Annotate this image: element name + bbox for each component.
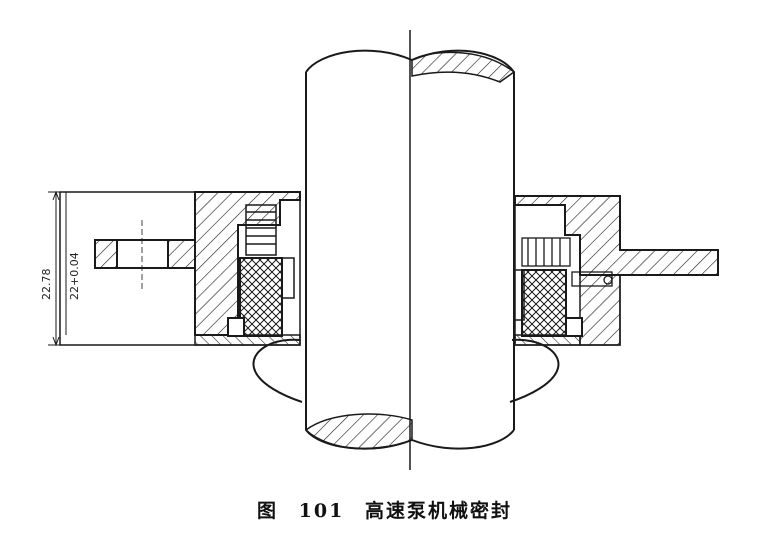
shaft: [304, 30, 516, 470]
left-housing: [59, 191, 301, 346]
right-spring: [521, 237, 613, 287]
right-housing: [514, 195, 719, 346]
figure-caption: 图 101 高速泵机械密封: [0, 496, 769, 523]
bottom-wings: [252, 338, 560, 403]
figure-title: 高速泵机械密封: [364, 500, 512, 522]
figure-label: 图: [257, 500, 279, 522]
right-seal-ring: [513, 269, 583, 337]
dimension-outer: 22.78: [40, 268, 53, 301]
left-dimension-lines: [48, 190, 67, 347]
left-seal-ring: [227, 257, 295, 337]
left-spring: [245, 204, 277, 256]
dimension-inner: 22+0.04: [68, 252, 81, 300]
left-gland: [94, 220, 196, 290]
figure-number: 101: [298, 500, 345, 522]
